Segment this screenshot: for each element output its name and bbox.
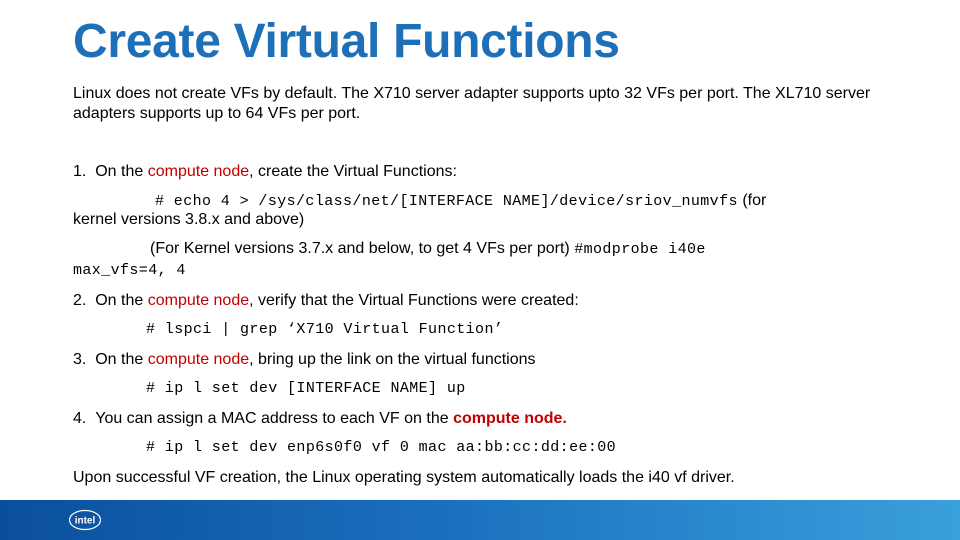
step-1-highlight: compute node bbox=[147, 163, 250, 180]
step-2-command: # lspci | grep ‘X710 Virtual Function’ bbox=[146, 321, 504, 338]
step-1: 1. On the compute node, create the Virtu… bbox=[73, 162, 457, 182]
step-1-cmd1-note-a: (for bbox=[737, 192, 767, 209]
step-1-cmd2-b: max_vfs=4, 4 bbox=[73, 262, 186, 279]
step-4-command: # ip l set dev enp6s0f0 vf 0 mac aa:bb:c… bbox=[146, 439, 617, 456]
step-4-number: 4. bbox=[73, 410, 87, 427]
step-4-pre: You can assign a MAC address to each VF … bbox=[95, 410, 454, 427]
step-1-number: 1. bbox=[73, 163, 87, 180]
step-3-number: 3. bbox=[73, 351, 87, 368]
step-3-command: # ip l set dev [INTERFACE NAME] up bbox=[146, 380, 466, 397]
step-1-cmd1: # echo 4 > /sys/class/net/[INTERFACE NAM… bbox=[155, 193, 738, 210]
step-1-cmd1-note-b: kernel versions 3.8.x and above) bbox=[73, 211, 305, 228]
step-2-number: 2. bbox=[73, 292, 87, 309]
footer-bar bbox=[0, 500, 960, 540]
step-1-pre: On the bbox=[95, 163, 148, 180]
step-4-highlight: compute node. bbox=[453, 410, 567, 427]
step-1-command-1: # echo 4 > /sys/class/net/[INTERFACE NAM… bbox=[155, 191, 766, 212]
step-2-highlight: compute node bbox=[147, 292, 250, 309]
step-3-highlight: compute node bbox=[147, 351, 250, 368]
step-3-pre: On the bbox=[95, 351, 148, 368]
intel-logo-text: intel bbox=[75, 516, 96, 527]
step-1-cmd2-note: (For Kernel versions 3.7.x and below, to… bbox=[150, 240, 575, 257]
step-2-pre: On the bbox=[95, 292, 148, 309]
step-3-post: , bring up the link on the virtual funct… bbox=[249, 351, 536, 368]
intel-logo-icon: intel bbox=[68, 509, 102, 531]
step-1-command-2: (For Kernel versions 3.7.x and below, to… bbox=[150, 239, 706, 260]
step-2: 2. On the compute node, verify that the … bbox=[73, 291, 579, 311]
step-4: 4. You can assign a MAC address to each … bbox=[73, 409, 567, 429]
closing-paragraph: Upon successful VF creation, the Linux o… bbox=[73, 469, 735, 486]
step-1-cmd2-a: #modprobe i40e bbox=[574, 241, 706, 258]
step-1-post: , create the Virtual Functions: bbox=[249, 163, 457, 180]
step-3: 3. On the compute node, bring up the lin… bbox=[73, 350, 536, 370]
intro-paragraph: Linux does not create VFs by default. Th… bbox=[73, 85, 871, 122]
step-2-post: , verify that the Virtual Functions were… bbox=[249, 292, 579, 309]
page-title: Create Virtual Functions bbox=[73, 15, 620, 68]
